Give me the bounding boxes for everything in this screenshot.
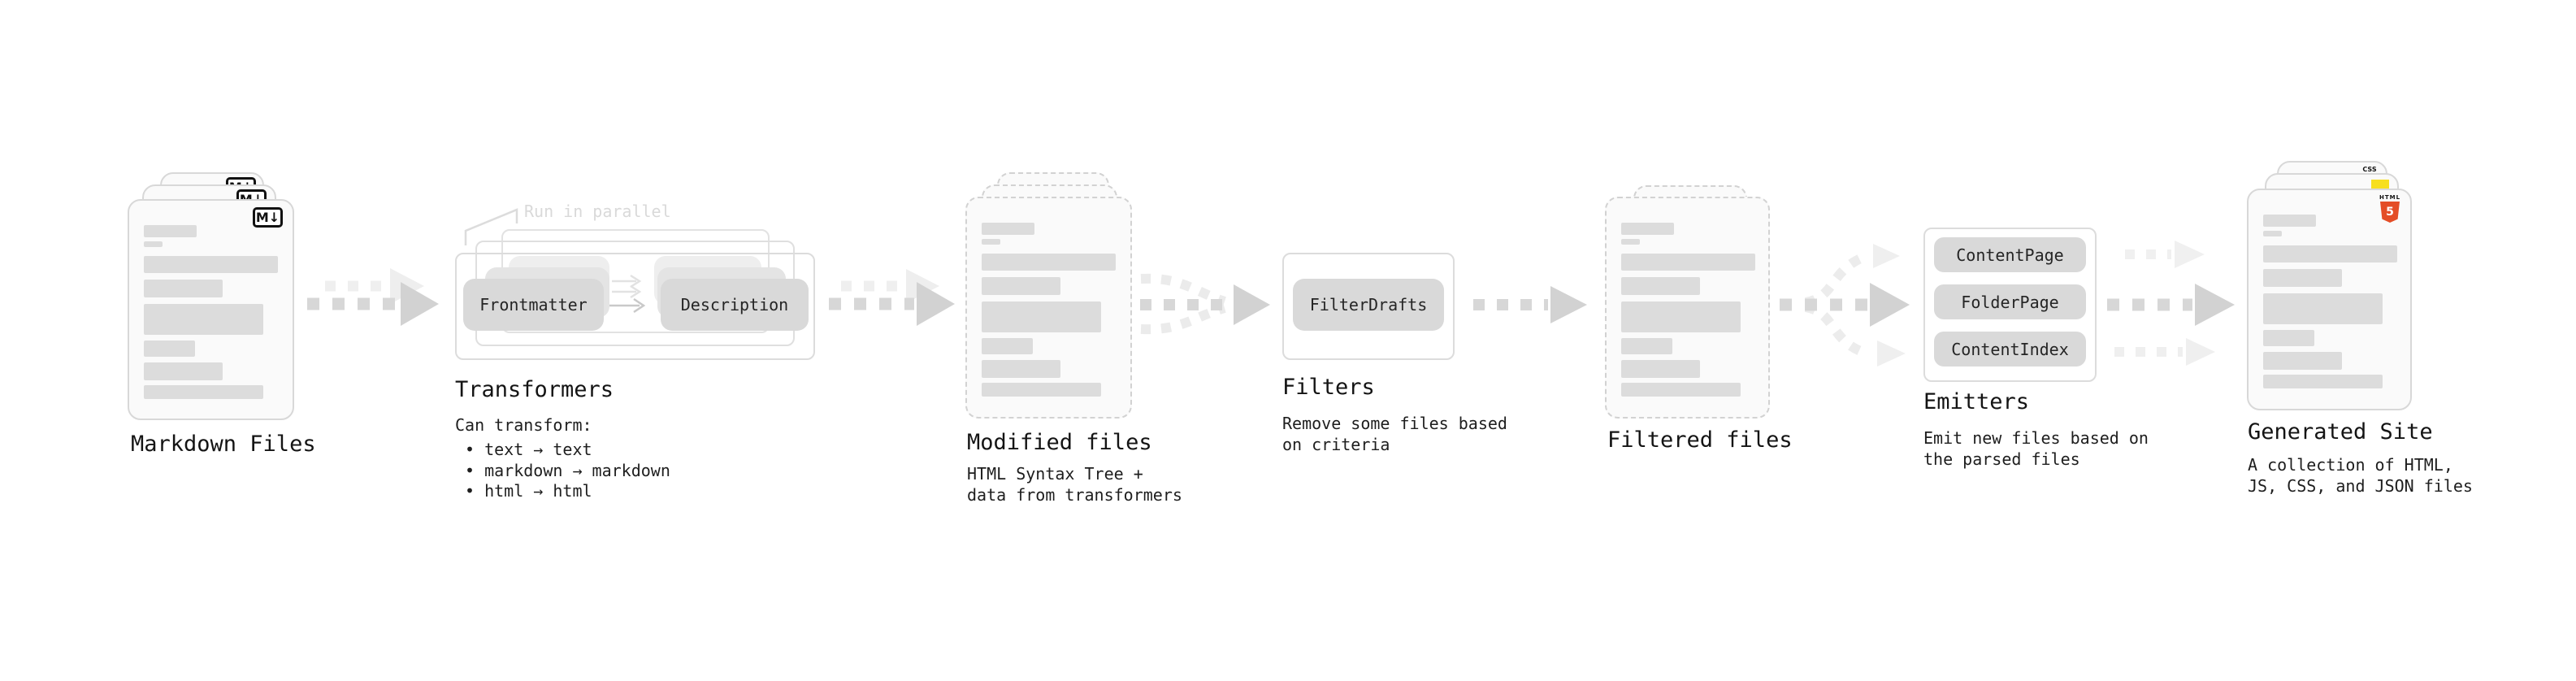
skeleton-text-bar — [2263, 375, 2383, 388]
skeleton-text-bar — [144, 280, 223, 297]
skeleton-text-bar — [2263, 293, 2383, 324]
folderpage-button: FolderPage — [1934, 284, 2086, 319]
skeleton-text-bar — [982, 301, 1101, 332]
emitters-title: Emitters — [1923, 389, 2030, 414]
desc-line: the parsed files — [1923, 449, 2080, 469]
run-in-parallel-annotation: Run in parallel — [524, 202, 671, 221]
frontmatter-button: Frontmatter — [463, 279, 604, 331]
skeleton-text-bar — [144, 225, 197, 237]
arrow-filtered-to-emitters — [1780, 244, 1910, 367]
html5-icon: HTML 5 — [2379, 194, 2400, 223]
bullet-item: • html → html — [465, 481, 592, 501]
desc-line: HTML Syntax Tree + — [967, 464, 1143, 484]
skeleton-text-bar — [982, 254, 1116, 271]
filterdrafts-button: FilterDrafts — [1293, 279, 1444, 331]
skeleton-text-bar — [982, 239, 1000, 245]
desc-line: data from transformers — [967, 484, 1182, 505]
desc-line: JS, CSS, and JSON files — [2248, 475, 2473, 496]
desc-line: Emit new files based on — [1923, 428, 2149, 448]
skeleton-text-bar — [144, 304, 263, 335]
skeleton-text-bar — [144, 241, 163, 247]
markdown-files-title: Markdown Files — [131, 432, 316, 457]
skeleton-text-bar — [2263, 215, 2316, 227]
filtered-files-title: Filtered files — [1607, 427, 1793, 453]
arrow-modified-to-filters — [1140, 273, 1270, 335]
generated-site-title: Generated Site — [2248, 419, 2433, 445]
skeleton-text-bar — [982, 383, 1101, 397]
generated-file-card-front: HTML 5 — [2247, 189, 2412, 410]
markdown-file-card-front: M↓ — [128, 199, 294, 420]
skeleton-text-bar — [1621, 338, 1672, 354]
filters-desc: Remove some files based on criteria — [1282, 414, 1507, 455]
arrow-filters-to-filtered — [1473, 286, 1587, 323]
emitters-box — [1923, 228, 2097, 382]
skeleton-text-bar — [144, 340, 195, 357]
modified-file-card-front — [965, 197, 1132, 419]
arrow-transformers-to-modified — [829, 269, 955, 326]
transformer-parallel-arrows — [608, 274, 646, 314]
run-in-parallel-callout-line — [464, 208, 518, 245]
skeleton-text-bar — [2263, 330, 2314, 346]
skeleton-text-bar — [144, 385, 263, 399]
skeleton-text-bar — [2263, 352, 2342, 370]
filters-title: Filters — [1282, 375, 1375, 400]
skeleton-text-bar — [1621, 239, 1640, 245]
bullet-item: • markdown → markdown — [465, 460, 670, 480]
transformers-bullet-list: • text → text • markdown → markdown • ht… — [465, 440, 670, 502]
transformer-box-front — [455, 253, 815, 360]
skeleton-text-bar — [1621, 277, 1700, 295]
skeleton-text-bar — [2263, 231, 2282, 236]
js-icon — [2371, 180, 2389, 189]
modified-files-title: Modified files — [967, 430, 1152, 455]
contentpage-button: ContentPage — [1934, 237, 2086, 272]
skeleton-text-bar — [982, 277, 1060, 295]
emitters-desc: Emit new files based on the parsed files — [1923, 428, 2149, 470]
skeleton-text-bar — [144, 362, 223, 380]
skeleton-text-bar — [982, 360, 1060, 378]
html5-icon-label: HTML — [2379, 194, 2401, 201]
generated-site-desc: A collection of HTML, JS, CSS, and JSON … — [2248, 455, 2473, 497]
desc-line: A collection of HTML, — [2248, 455, 2453, 475]
arrow-markdown-to-transformers — [307, 268, 439, 326]
skeleton-text-bar — [1621, 254, 1755, 271]
skeleton-text-bar — [2263, 269, 2342, 287]
skeleton-text-bar — [1621, 360, 1700, 378]
bullet-item: • text → text — [465, 440, 592, 459]
desc-line: on criteria — [1282, 434, 1390, 454]
desc-line: Remove some files based — [1282, 414, 1507, 433]
skeleton-text-bar — [982, 338, 1033, 354]
filters-box — [1282, 253, 1455, 360]
markdown-icon: M↓ — [253, 207, 283, 228]
html5-icon-shield: 5 — [2380, 202, 2400, 223]
skeleton-text-bar — [1621, 301, 1741, 332]
css-icon-label: CSS — [2362, 166, 2377, 173]
modified-files-desc: HTML Syntax Tree + data from transformer… — [967, 464, 1182, 505]
arrow-emitters-to-generated — [2107, 241, 2235, 366]
skeleton-text-bar — [1621, 383, 1741, 397]
skeleton-text-bar — [1621, 223, 1674, 235]
filtered-file-card-front — [1605, 197, 1770, 419]
skeleton-text-bar — [982, 223, 1034, 235]
transformers-desc-heading: Can transform: — [455, 415, 592, 435]
contentindex-button: ContentIndex — [1934, 332, 2086, 367]
description-button: Description — [661, 279, 809, 331]
skeleton-text-bar — [144, 256, 278, 273]
skeleton-text-bar — [2263, 245, 2397, 262]
transformers-title: Transformers — [455, 377, 614, 402]
